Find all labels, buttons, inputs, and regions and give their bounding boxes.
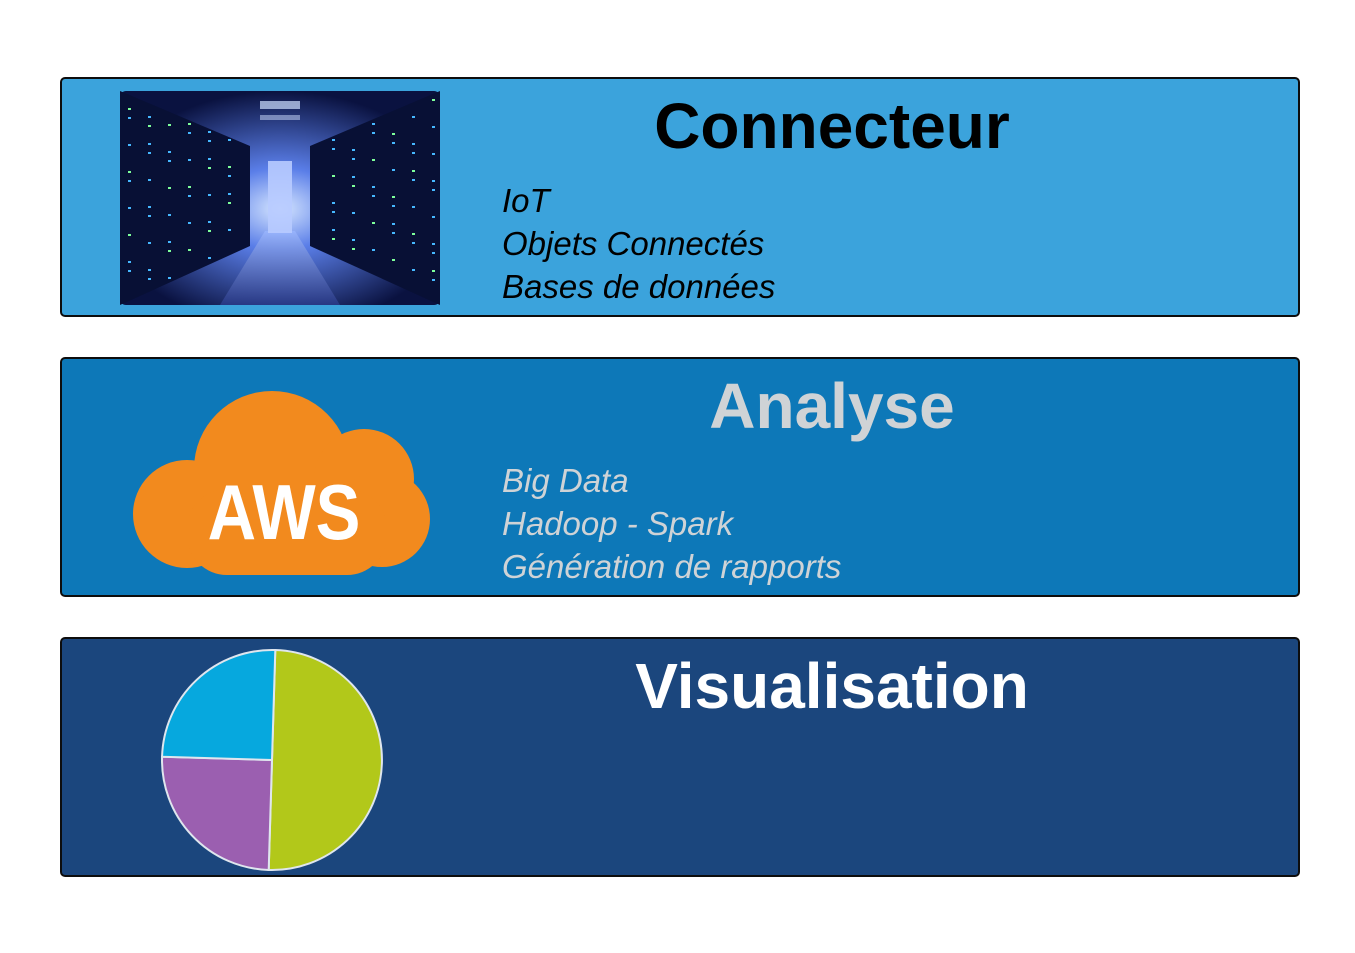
pie-slice — [267, 649, 383, 871]
pie-slice — [161, 755, 274, 871]
panel-title: Analyse — [709, 370, 955, 442]
list-item: Bases de données — [502, 268, 776, 305]
panel-title: Connecteur — [654, 90, 1010, 162]
server-room-image — [120, 91, 440, 305]
panel-analyse: AWS Analyse Big Data Hadoop - Spark Géné… — [60, 357, 1300, 597]
aws-logo-text: AWS — [208, 469, 361, 556]
list-item: Big Data — [502, 462, 629, 499]
pie-chart-icon — [161, 649, 383, 871]
aws-cloud-logo: AWS — [133, 391, 430, 575]
panel-title: Visualisation — [635, 650, 1029, 722]
list-item: Génération de rapports — [502, 548, 842, 585]
panel-connecteur: Connecteur IoT Objets Connectés Bases de… — [60, 77, 1300, 317]
panel-visualisation: Visualisation — [60, 637, 1300, 877]
item-list: Big Data Hadoop - Spark Génération de ra… — [502, 459, 841, 588]
pie-slice — [161, 649, 277, 762]
item-list: IoT Objets Connectés Bases de données — [502, 179, 775, 308]
list-item: Hadoop - Spark — [502, 505, 734, 542]
list-item: IoT — [502, 182, 550, 219]
list-item: Objets Connectés — [502, 225, 765, 262]
